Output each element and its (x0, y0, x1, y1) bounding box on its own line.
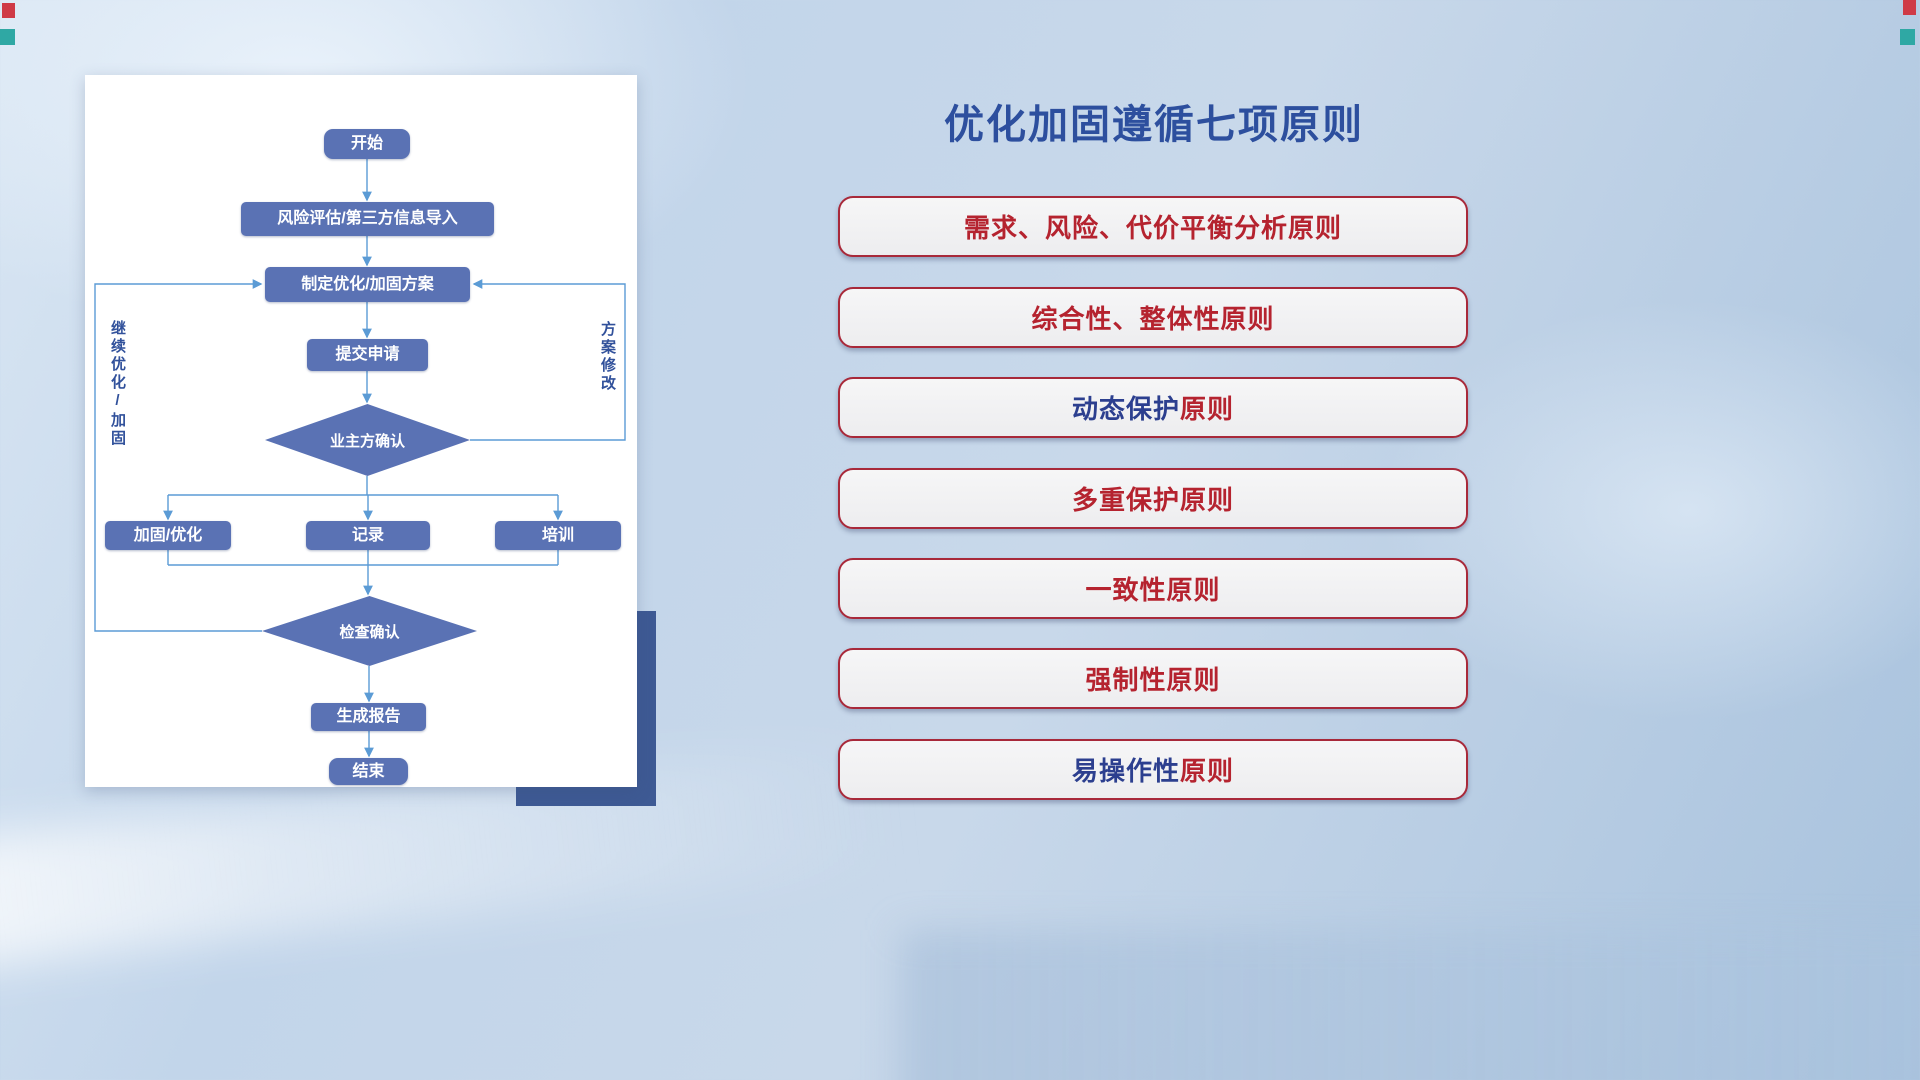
loop-label-continue-optimize: 继续优化/加固 (109, 320, 126, 448)
principle-box-4: 多重保护原则 (838, 468, 1468, 529)
flow-node-submit-application: 提交申请 (307, 339, 428, 371)
principle-box-7: 易操作性原则 (838, 739, 1468, 800)
principle-6-text-red: 强制性原则 (1085, 665, 1221, 695)
flow-node-end: 结束 (329, 758, 408, 785)
principle-2-text-red: 综合性、整体性原则 (1031, 304, 1275, 334)
corner-mark-red-top-left (2, 3, 15, 18)
flow-node-harden-optimize: 加固/优化 (105, 521, 231, 550)
corner-mark-teal-top-left (0, 29, 15, 45)
flow-node-risk-assessment: 风险评估/第三方信息导入 (241, 202, 494, 236)
principle-4-text-red: 多重保护原则 (1071, 485, 1234, 515)
page-title: 优化加固遵循七项原则 (944, 103, 1364, 147)
flow-node-start: 开始 (324, 129, 410, 159)
flow-node-generate-report: 生成报告 (311, 703, 426, 731)
principle-box-2: 综合性、整体性原则 (838, 287, 1468, 348)
background-shade-bottom (900, 930, 1920, 1080)
flowchart-connectors (94, 159, 626, 758)
loop-label-plan-modify: 方案修改 (599, 321, 616, 393)
principle-box-6: 强制性原则 (838, 648, 1468, 709)
principle-5-text-red: 一致性原则 (1085, 575, 1221, 605)
flow-node-training: 培训 (495, 521, 621, 550)
principle-box-1: 需求、风险、代价平衡分析原则 (838, 196, 1468, 257)
corner-mark-teal-top-right (1900, 29, 1915, 45)
principle-7-text-red: 原则 (1180, 756, 1235, 786)
principle-1-text-red: 需求、风险、代价平衡分析原则 (963, 213, 1342, 243)
principle-7-text-blue: 易操作性 (1071, 756, 1180, 786)
flow-node-make-plan: 制定优化/加固方案 (265, 267, 470, 302)
principle-box-3: 动态保护原则 (838, 377, 1468, 438)
principle-box-5: 一致性原则 (838, 558, 1468, 619)
principle-3-text-red: 原则 (1180, 394, 1235, 424)
corner-mark-red-top-right (1903, 0, 1916, 15)
flow-node-record: 记录 (306, 521, 430, 550)
principle-3-text-blue: 动态保护 (1071, 394, 1180, 424)
flowchart-card: 开始 风险评估/第三方信息导入 制定优化/加固方案 提交申请 业主方确认 加固/… (85, 75, 637, 787)
